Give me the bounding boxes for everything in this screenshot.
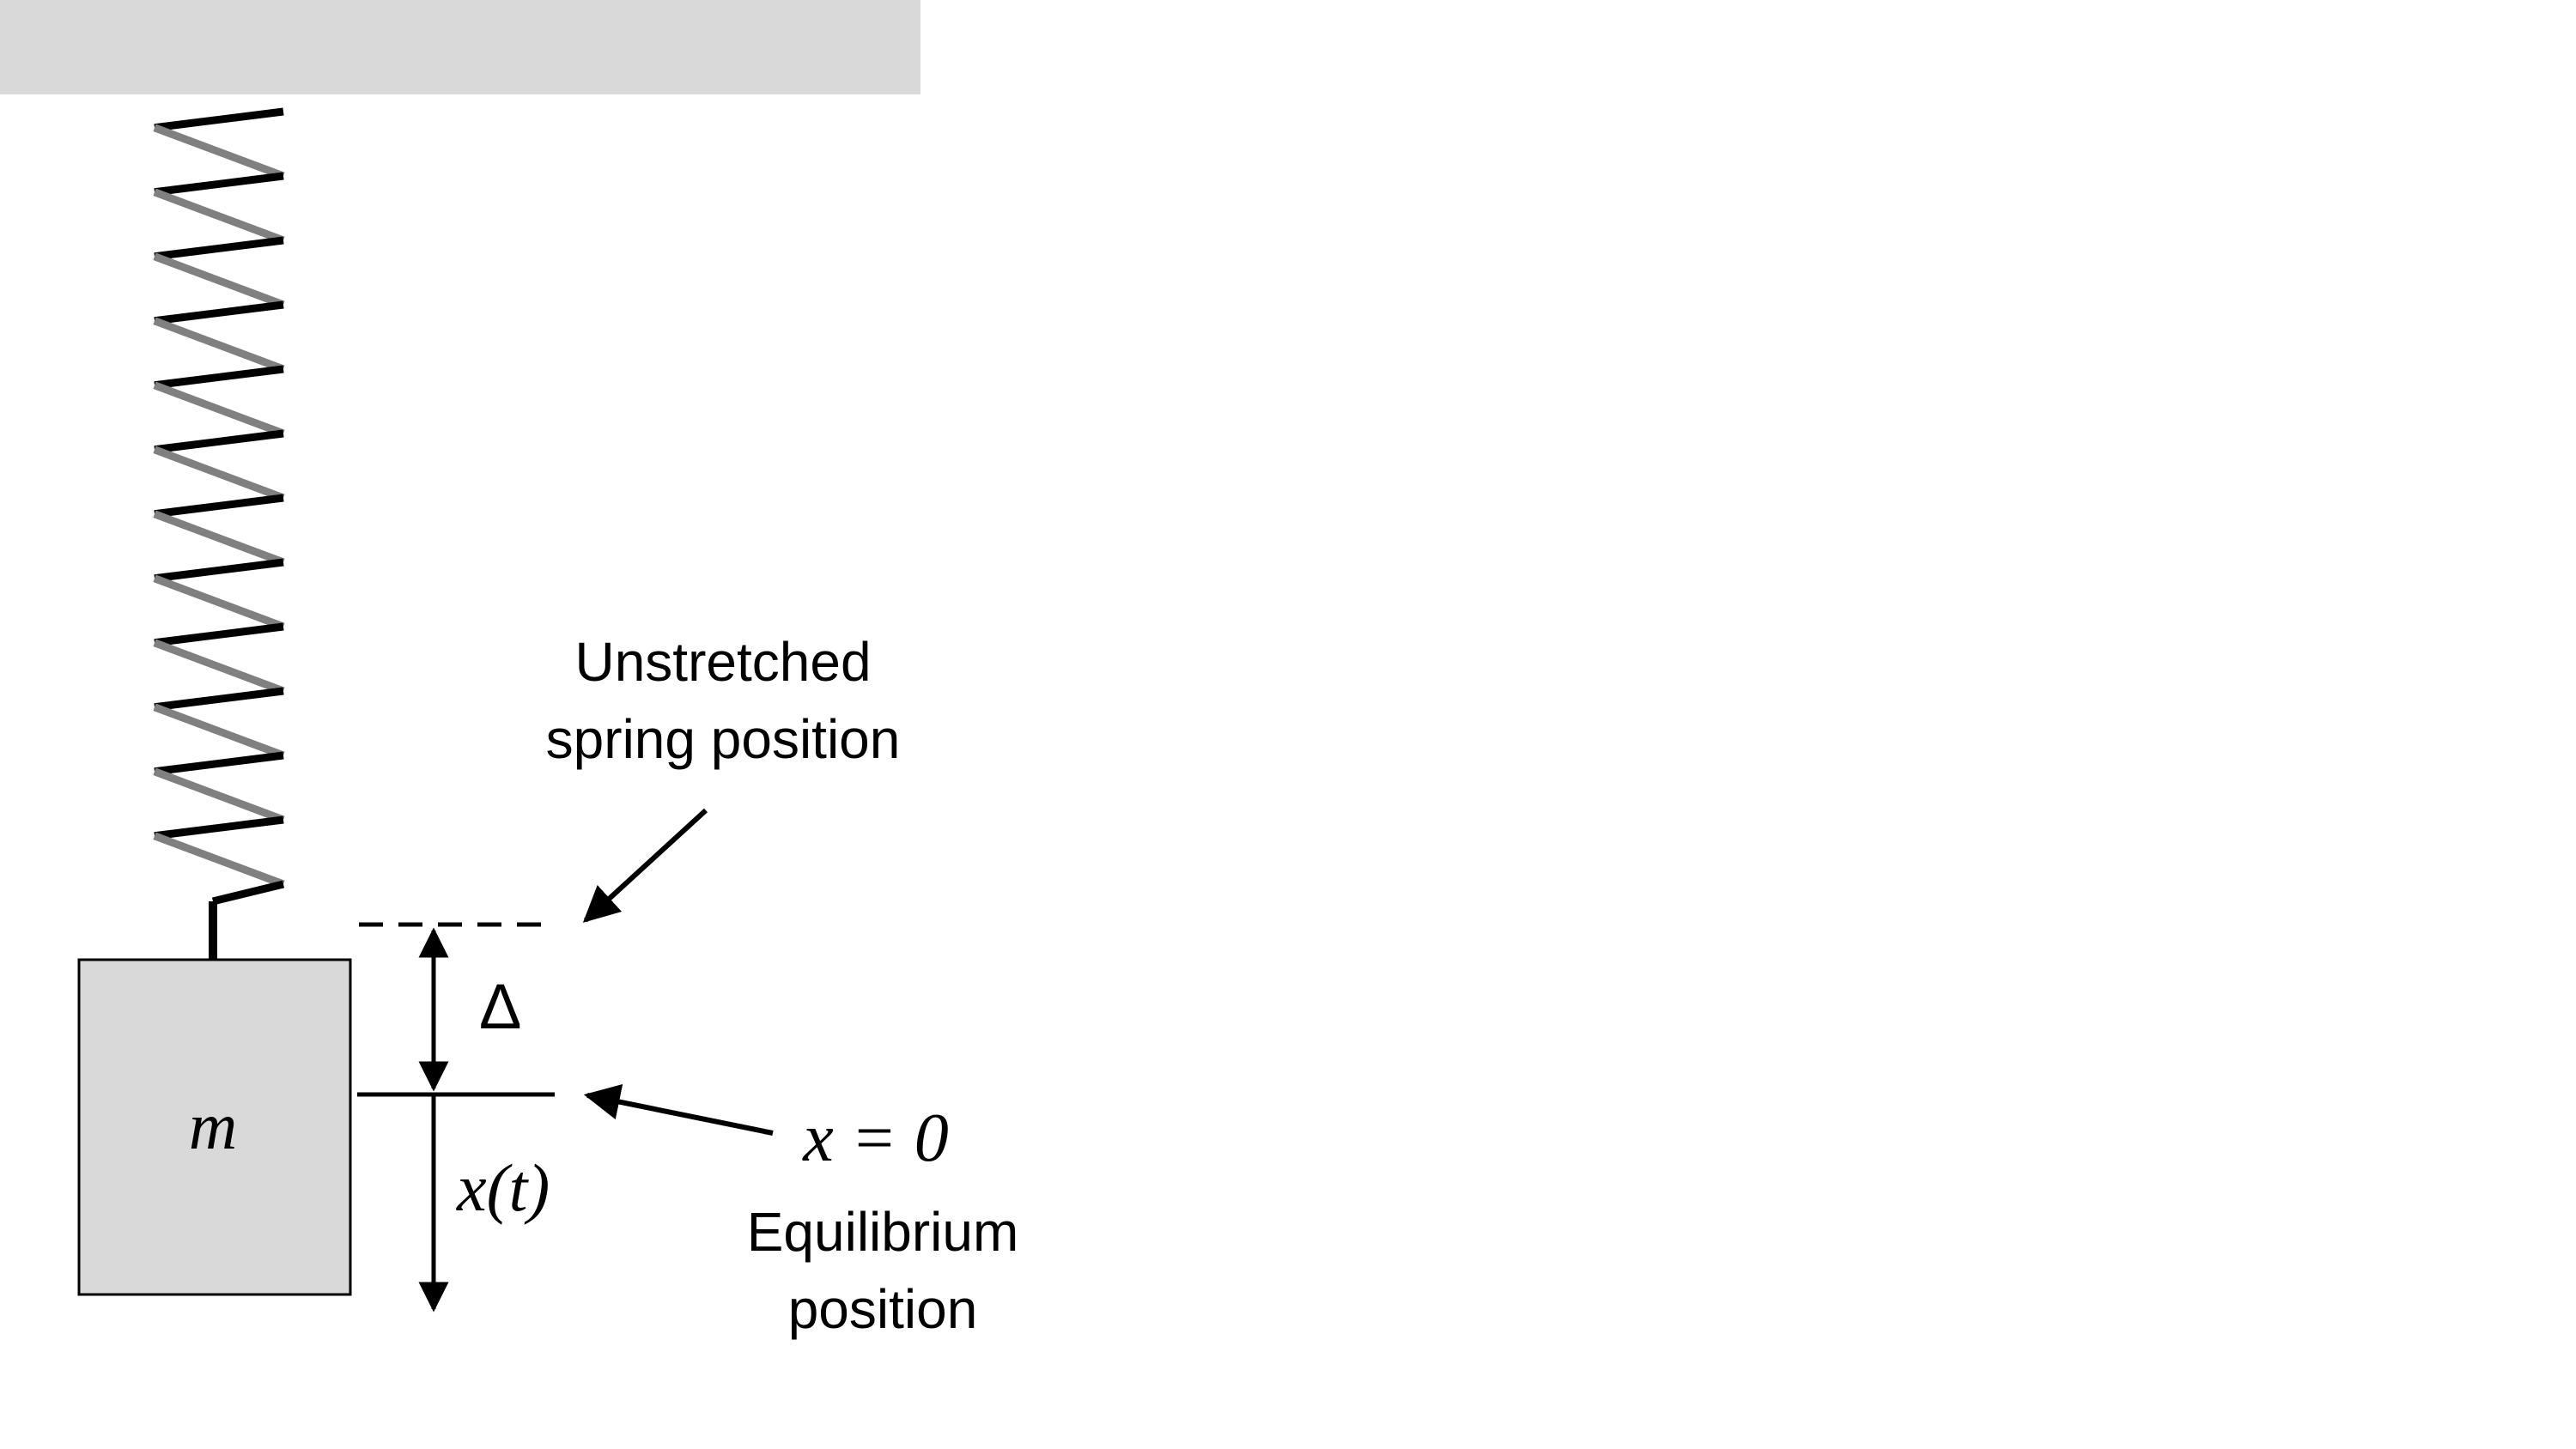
spring-coil-segment bbox=[154, 558, 284, 583]
spring-coil-segment bbox=[153, 510, 285, 567]
unstretched-label-line2: spring position bbox=[546, 708, 901, 770]
spring-coil-segment bbox=[154, 429, 284, 454]
ceiling-support bbox=[0, 0, 920, 94]
delta-label: Δ bbox=[479, 971, 521, 1042]
spring-coil-segment bbox=[153, 381, 285, 438]
equilibrium-label-line2: position bbox=[788, 1278, 978, 1340]
displacement-label: x(t) bbox=[456, 1150, 550, 1225]
unstretched-label-line1: Unstretched bbox=[574, 631, 871, 693]
spring-coil-segment bbox=[153, 767, 285, 824]
equilibrium-equation: x = 0 bbox=[802, 1100, 949, 1176]
spring-coil-segment bbox=[153, 574, 285, 631]
spring-coil-segment bbox=[153, 639, 285, 695]
spring-coil-segment bbox=[154, 494, 284, 518]
spring-coil-segment bbox=[154, 172, 284, 197]
equilibrium-pointer-arrow bbox=[583, 1083, 774, 1136]
spring-coil-segment bbox=[154, 751, 284, 776]
spring-coil-segment bbox=[153, 446, 285, 502]
unstretched-pointer-arrow bbox=[582, 808, 708, 923]
spring-coil-segment bbox=[154, 815, 284, 840]
spring-coil-segment bbox=[153, 124, 285, 180]
mass-block bbox=[77, 958, 352, 1296]
spring-coil-segment bbox=[153, 252, 285, 309]
spring-coil-segment bbox=[154, 365, 284, 390]
spring-coil-segment bbox=[211, 880, 285, 906]
mass-label: m bbox=[189, 1088, 237, 1163]
spring-coil-segment bbox=[154, 236, 284, 261]
spring-coil-segment bbox=[153, 317, 285, 373]
spring-coil-segment bbox=[153, 703, 285, 760]
spring-coil-segment bbox=[154, 687, 284, 712]
spring-coil-segment bbox=[154, 107, 284, 132]
equilibrium-label-line1: Equilibrium bbox=[747, 1201, 1019, 1263]
spring-coil-segment bbox=[154, 300, 284, 325]
spring-coil-segment bbox=[153, 832, 285, 888]
spring-coil-segment bbox=[154, 622, 284, 647]
spring bbox=[153, 107, 285, 906]
spring-coil-segment bbox=[153, 188, 285, 245]
